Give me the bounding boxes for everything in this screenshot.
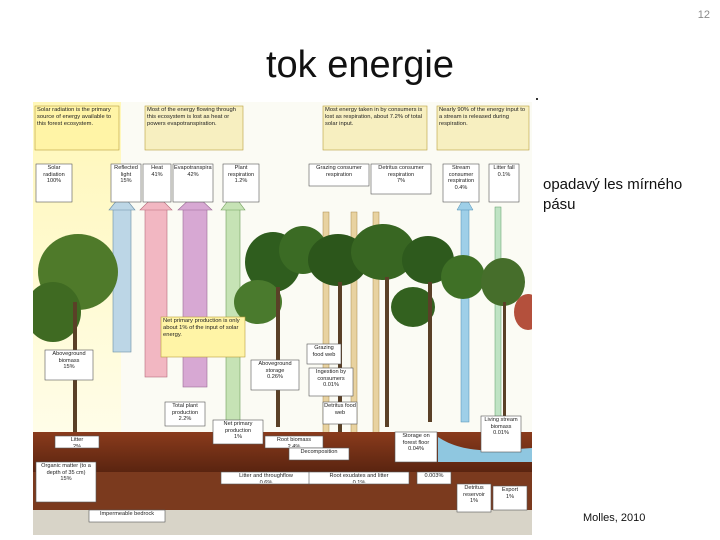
flow-box-label: Impermeable bedrock: [90, 511, 164, 518]
flow-box-label: Detritus food web: [324, 403, 356, 416]
energy-flow-figure: Solar radiation is the primary source of…: [33, 102, 532, 535]
flow-box-label: Storage on forest floor: [396, 433, 436, 446]
flow-box: Impermeable bedrock: [89, 510, 165, 522]
flow-box-value: 1%: [214, 434, 262, 441]
flow-box-label: Aboveground biomass: [46, 351, 92, 364]
flow-box: Grazing consumer respiration: [309, 164, 369, 186]
flow-box-value: 0.6%: [222, 480, 310, 483]
flow-box-label: Solar radiation: [37, 165, 71, 178]
flow-box-value: 100%: [37, 178, 71, 185]
flow-box-value: 1.2%: [224, 178, 258, 185]
flow-box-label: Plant respiration: [224, 165, 258, 178]
note-stream-text: Nearly 90% of the energy input to a stre…: [439, 107, 527, 128]
flow-box-label: Root biomass: [266, 437, 322, 444]
note-evapo: Most of the energy flowing through this …: [145, 106, 243, 150]
decorative-dot: [536, 98, 538, 100]
flow-box-label: Litter fall: [490, 165, 518, 172]
flow-box-label: Litter: [56, 437, 98, 444]
flow-box: 0.003%: [417, 472, 451, 484]
flow-box-value: 15%: [46, 364, 92, 371]
note-stream: Nearly 90% of the energy input to a stre…: [437, 106, 529, 150]
flow-box-value: 0.01%: [310, 382, 352, 389]
flow-box-value: 0.003%: [418, 473, 450, 480]
note-npp: Net primary production is only about 1% …: [161, 317, 245, 357]
flow-box-label: Detritus reservoir: [458, 485, 490, 498]
flow-box-label: Heat: [144, 165, 170, 172]
flow-box-label: Root exudates and litter: [310, 473, 408, 480]
flow-box-value: 0.01%: [482, 430, 520, 437]
flow-box-value: 0.4%: [444, 185, 478, 192]
flow-box-label: Detritus consumer respiration: [372, 165, 430, 178]
flow-box: Decomposition: [289, 448, 349, 460]
note-consumers: Most energy taken in by consumers is los…: [323, 106, 427, 150]
flow-box-label: Export: [494, 487, 526, 494]
flow-box-value: 15%: [112, 178, 140, 185]
flow-box-value: 1%: [458, 498, 490, 505]
note-npp-text: Net primary production is only about 1% …: [163, 318, 243, 339]
flow-box: Grazing food web: [307, 344, 341, 364]
flow-box-label: Reflected light: [112, 165, 140, 178]
flow-box-label: Organic matter (to a depth of 35 cm): [37, 463, 95, 476]
flow-box-label: Living stream biomass: [482, 417, 520, 430]
flow-box-label: Ingestion by consumers: [310, 369, 352, 382]
flow-box-label: Grazing food web: [308, 345, 340, 358]
flow-box-label: Total plant production: [166, 403, 204, 416]
flow-box-value: 7%: [372, 178, 430, 185]
flow-box-value: 0.26%: [252, 374, 298, 381]
slide-title-text: tok energie: [266, 44, 454, 86]
flow-box-label: Grazing consumer respiration: [310, 165, 368, 178]
flow-box-value: 0.1%: [310, 480, 408, 483]
note-evapo-text: Most of the energy flowing through this …: [147, 107, 241, 128]
flow-box-label: Litter and throughflow: [222, 473, 310, 480]
figure-caption: opadavý les mírného pásu: [543, 175, 713, 215]
note-solar: Solar radiation is the primary source of…: [35, 106, 119, 150]
flow-box-label: Evapotranspiration: [174, 165, 212, 172]
flow-box-value: 15%: [37, 476, 95, 483]
flow-box-value: 0.1%: [490, 172, 518, 179]
flow-box: Evapotranspiration42%: [173, 164, 213, 202]
flow-box-value: 0.04%: [396, 446, 436, 453]
flow-box-value: 1%: [494, 494, 526, 501]
flow-box: Organic matter (to a depth of 35 cm)15%: [36, 462, 96, 502]
flow-box-value: 2.4%: [266, 444, 322, 447]
flow-box-value: 41%: [144, 172, 170, 179]
figure-credit: Molles, 2010: [583, 512, 645, 524]
flow-box-value: 2.2%: [166, 416, 204, 423]
flow-box-label: Stream consumer respiration: [444, 165, 478, 185]
flow-box-label: Decomposition: [290, 449, 348, 456]
flow-box-label: Aboveground storage: [252, 361, 298, 374]
note-consumers-text: Most energy taken in by consumers is los…: [325, 107, 425, 128]
slide-number: 12: [698, 9, 710, 21]
flow-box-value: 2%: [56, 444, 98, 447]
slide-title: tok energie: [0, 44, 720, 87]
note-solar-text: Solar radiation is the primary source of…: [37, 107, 117, 128]
flow-box-value: 42%: [174, 172, 212, 179]
evapotranspiration-arrow: [178, 194, 212, 387]
flow-box-label: Net primary production: [214, 421, 262, 434]
flow-box: Detritus food web: [323, 402, 357, 424]
